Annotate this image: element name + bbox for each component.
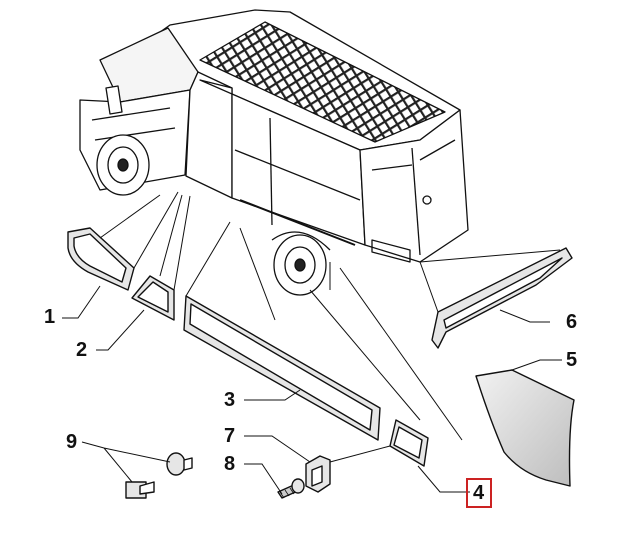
van-side [199, 79, 366, 246]
van-illustration [79, 9, 469, 296]
callout-3: 3 [224, 389, 236, 411]
rear-wheel [273, 234, 327, 296]
leader-4 [417, 465, 470, 493]
side-mirror [105, 85, 123, 115]
callout-9: 9 [66, 431, 78, 453]
callout-1: 1 [44, 306, 56, 328]
roof-rack [199, 21, 446, 143]
callout-2: 2 [76, 339, 88, 361]
part-5-rear-corner-guard [475, 369, 575, 487]
part-8-screw [277, 478, 305, 499]
part-7-bracket-clip [305, 455, 331, 493]
leader-6 [499, 309, 550, 323]
leader-5 [511, 359, 562, 371]
callout-4-highlight-box [466, 478, 492, 508]
callout-5: 5 [566, 349, 578, 371]
leader-lines [62, 191, 562, 495]
leader-8 [244, 463, 283, 495]
leader-2 [96, 309, 145, 351]
leader-3 [244, 389, 301, 401]
callout-4: 4 [473, 482, 485, 504]
parts [67, 227, 575, 499]
front-wheel [96, 134, 150, 196]
leader-9 [81, 441, 171, 483]
part-9-push-clips [125, 452, 193, 499]
leader-7 [244, 435, 311, 463]
callout-7: 7 [224, 425, 236, 447]
callout-6: 6 [566, 311, 578, 333]
leader-1 [62, 285, 101, 319]
callout-8: 8 [224, 453, 236, 475]
